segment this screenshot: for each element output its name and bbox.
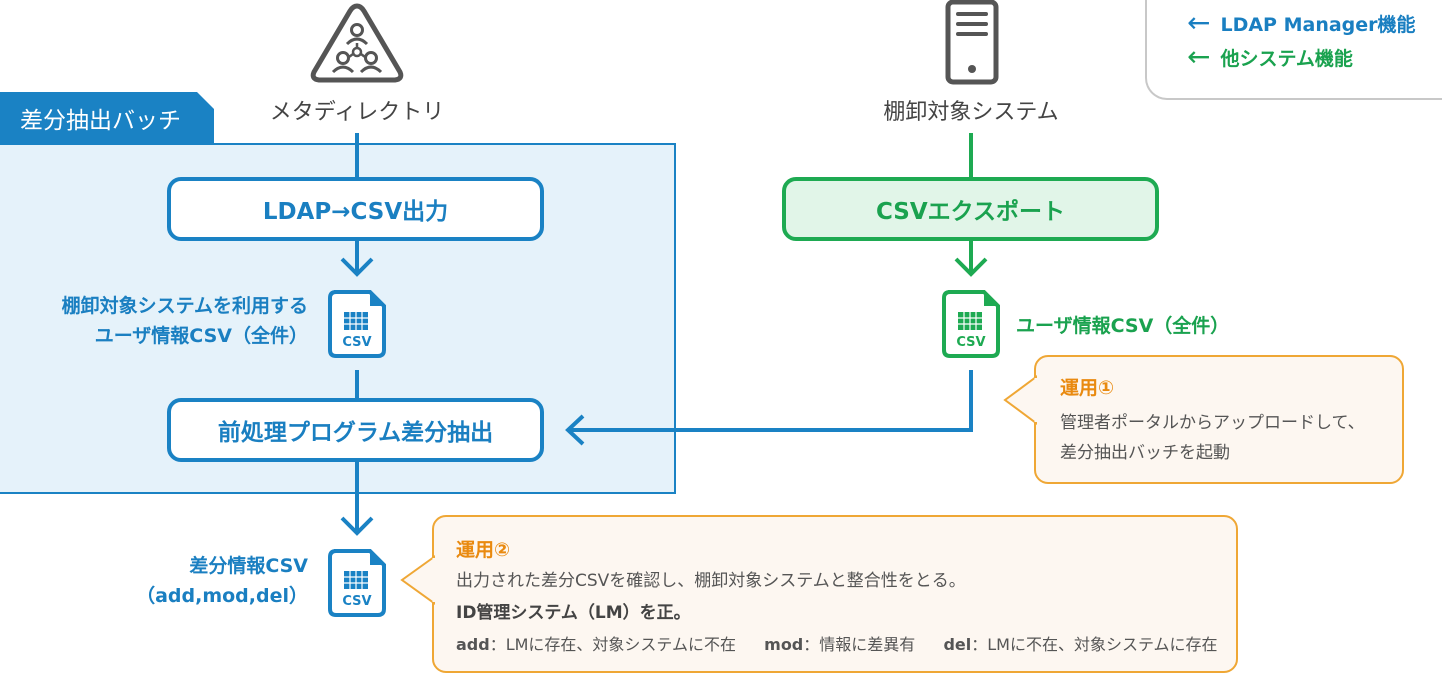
target-system-label: 棚卸対象システム — [883, 100, 1059, 125]
callout-text-emphasis: ID管理システム（LM）を正。 — [456, 603, 691, 623]
arrow-left-icon: ← — [1187, 6, 1211, 39]
def-key-mod: mod — [764, 635, 804, 654]
file-label-line: （add,mod,del） — [136, 585, 308, 607]
file-label-line: 棚卸対象システムを利用する — [61, 295, 308, 317]
def-desc-add: ：LMに存在、対象システムに不在 — [489, 635, 736, 654]
legend-item-other-system: ← 他システム機能 — [1187, 40, 1442, 74]
process-csv-export: CSVエクスポート — [782, 177, 1159, 241]
callout-definitions: add：LMに存在、対象システムに不在 mod：情報に差異有 del：LMに不在… — [456, 630, 1236, 660]
arrowhead-to-preprocess — [565, 414, 585, 446]
file-label-user-csv-ldap: 棚卸対象システムを利用する ユーザ情報CSV（全件） — [0, 291, 308, 351]
file-label-diff-csv: 差分情報CSV （add,mod,del） — [0, 551, 308, 611]
file-label-line: 差分情報CSV — [189, 555, 308, 577]
callout-operation-1: 運用① 管理者ポータルからアップロードして、 差分抽出バッチを起動 — [1034, 355, 1404, 484]
legend-label: 他システム機能 — [1220, 47, 1353, 70]
callout-operation-2: 運用② 出力された差分CSVを確認し、棚卸対象システムと整合性をとる。 ID管理… — [432, 515, 1238, 673]
csv-file-icon: CSV — [328, 549, 386, 617]
arrowhead-preprocess-to-diff — [340, 516, 374, 536]
callout-tail — [1003, 375, 1037, 425]
def-desc-mod: ：情報に差異有 — [803, 635, 916, 654]
legend-item-ldap-manager: ← LDAP Manager機能 — [1187, 6, 1442, 40]
csv-badge: CSV — [342, 594, 371, 609]
callout-text: 管理者ポータルからアップロードして、 — [1060, 413, 1365, 433]
csv-file-icon: CSV — [942, 290, 1000, 358]
csv-file-icon: CSV — [328, 290, 386, 358]
process-preprocess-diff: 前処理プログラム差分抽出 — [167, 398, 544, 462]
file-label-user-csv-target: ユーザ情報CSV（全件） — [1016, 315, 1230, 337]
callout-tail — [400, 555, 435, 605]
arrow-left-icon: ← — [1187, 40, 1211, 73]
process-ldap-to-csv: LDAP→CSV出力 — [167, 177, 544, 241]
network-triangle-icon — [307, 0, 407, 86]
arrowhead-ldap-to-file — [340, 257, 374, 277]
callout-text: 出力された差分CSVを確認し、棚卸対象システムと整合性をとる。 — [456, 571, 966, 591]
callout-title: 運用② — [456, 539, 511, 561]
def-key-add: add — [456, 635, 490, 654]
def-key-del: del — [943, 635, 972, 654]
server-icon — [945, 0, 999, 86]
legend-label: LDAP Manager機能 — [1220, 13, 1416, 36]
arrowhead-export-to-file — [954, 257, 988, 277]
csv-badge: CSV — [956, 335, 985, 350]
callout-text: 差分抽出バッチを起動 — [1060, 443, 1230, 463]
connector-target-csv-to-preprocess — [570, 370, 973, 432]
file-label-line: ユーザ情報CSV（全件） — [94, 325, 308, 347]
legend: ← LDAP Manager機能 ← 他システム機能 — [1145, 0, 1442, 100]
def-desc-del: ：LMに不在、対象システムに存在 — [971, 635, 1218, 654]
csv-badge: CSV — [342, 335, 371, 350]
metadirectory-label: メタディレクトリ — [269, 100, 445, 125]
callout-title: 運用① — [1060, 377, 1115, 399]
batch-title: 差分抽出バッチ — [0, 92, 214, 144]
